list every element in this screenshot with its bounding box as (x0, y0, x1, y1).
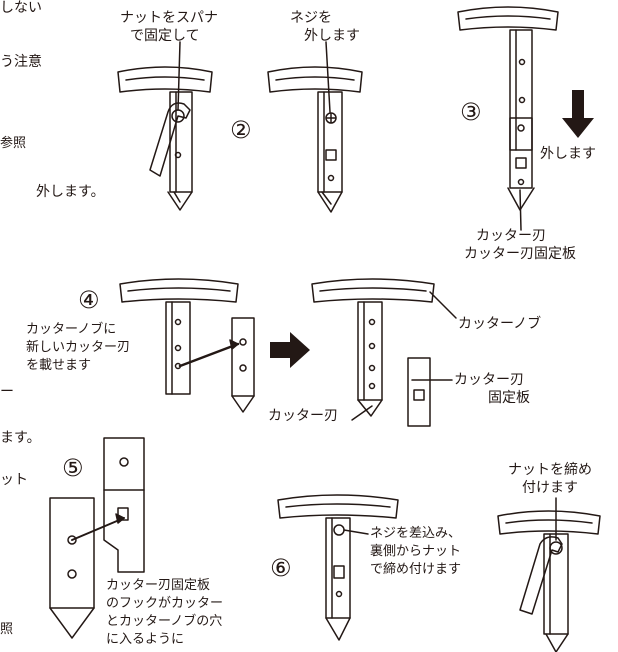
step2-label-1: ナットをスパナ (120, 10, 218, 26)
step4-label-2: 新しいカッター刃 (26, 340, 131, 355)
step2-knob-screw-figure (267, 41, 363, 213)
fixing-plate-2 (407, 357, 431, 427)
left-text-2: う注意 (0, 54, 42, 70)
knob (117, 66, 213, 93)
right-arrow (270, 332, 310, 368)
blade-holder (169, 91, 193, 193)
fixing-plate (509, 117, 533, 189)
step4-left-figure (119, 278, 255, 413)
step2-label-2: で固定して (130, 28, 200, 44)
step6-left-figure (277, 494, 399, 641)
new-blade (231, 317, 255, 397)
step5-label-1: カッター刃固定板 (106, 578, 211, 593)
left-text-3: 参照 (0, 136, 27, 151)
step2-knob-spanner-figure (117, 41, 213, 211)
step5-figure (49, 437, 145, 639)
step3-label-2: カッター刃 (476, 228, 546, 244)
step2-label-4: 外します (304, 28, 360, 44)
blade-5 (49, 497, 95, 609)
step4-label-6: カッター刃 (454, 372, 524, 388)
step6-label-3: で締め付けます (370, 562, 462, 577)
step3-number: ③ (460, 98, 482, 126)
step3-figure (457, 6, 559, 231)
step6-label-5: 付けます (522, 480, 578, 496)
step4-label-7: 固定板 (488, 390, 530, 406)
down-arrow (562, 90, 594, 138)
step6-label-1: ネジを差込み、 (370, 526, 462, 541)
screw (325, 112, 337, 124)
step6-number: ⑥ (270, 554, 292, 582)
step6-label-4: ナットを締め (508, 462, 592, 478)
step3-label-3: カッター刃固定板 (464, 246, 576, 262)
step6-right-figure (497, 497, 601, 652)
step4-right-figure (311, 278, 457, 427)
step3-label-1: 外します (540, 146, 596, 162)
blade-tip (167, 191, 193, 211)
step6-label-2: 裏側からナット (370, 544, 462, 559)
step4-label-3: を載せます (26, 358, 92, 373)
step4-label-5: カッター刃 (268, 408, 338, 424)
step4-label-4: カッターノブ (458, 316, 542, 332)
left-text-5: ー (0, 384, 14, 400)
left-text-1: しない (0, 0, 42, 16)
step5-label-2: のフックがカッター (106, 596, 224, 611)
step5-label-4: に入るように (106, 632, 185, 647)
left-text-8: 照 (0, 622, 14, 637)
step2-number: ② (230, 116, 252, 144)
left-text-4: 外します。 (36, 184, 105, 200)
step5-label-3: とカッターノブの穴 (106, 614, 223, 629)
step4-label-1: カッターノブに (26, 322, 117, 337)
step5-number: ⑤ (62, 454, 84, 482)
left-text-7: ット (0, 472, 28, 488)
left-text-6: ます。 (0, 430, 41, 446)
step4-number: ④ (78, 286, 100, 314)
step2-label-3: ネジを (290, 10, 332, 26)
